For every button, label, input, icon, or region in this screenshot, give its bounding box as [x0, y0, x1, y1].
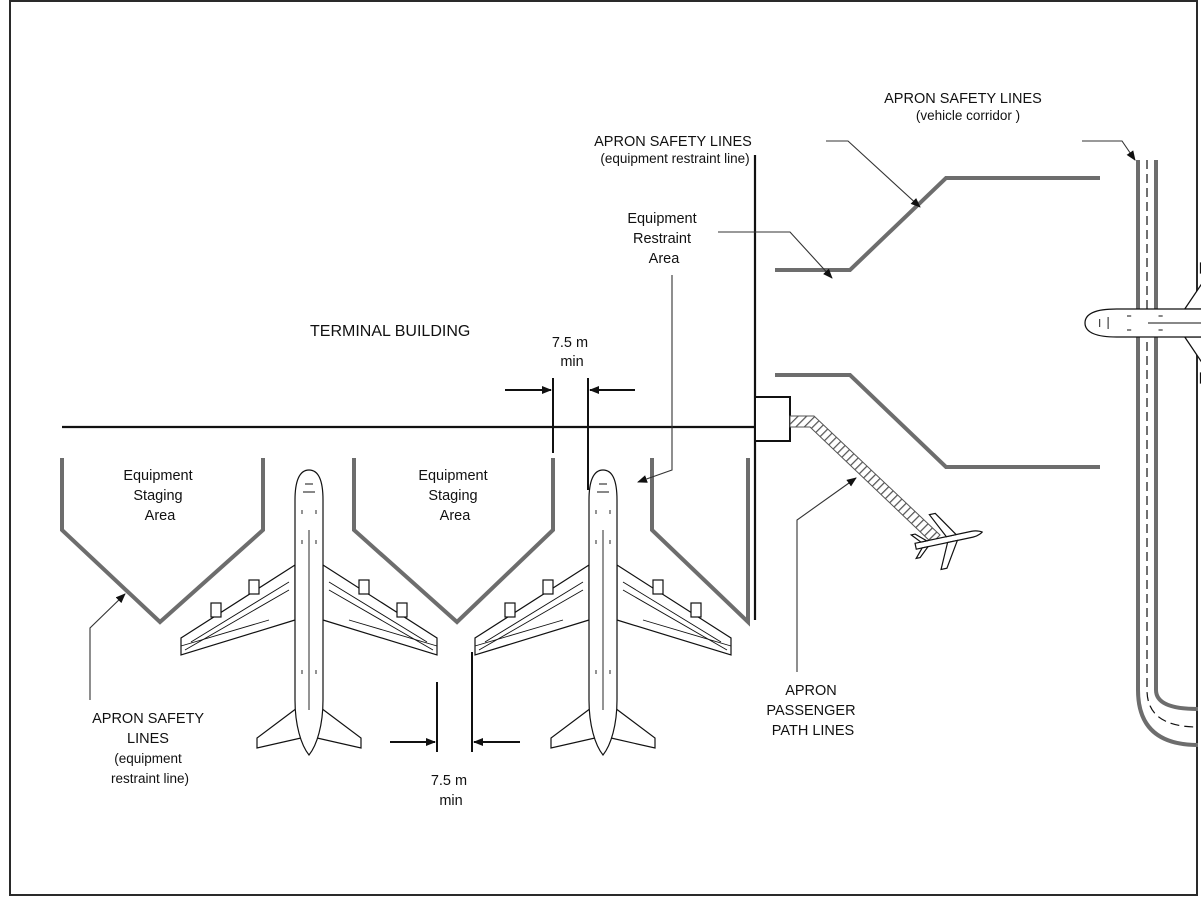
leader-vehicle-corridor	[1082, 140, 1136, 161]
vehicle-corridor-inner	[1154, 160, 1199, 711]
safety-lines-left-label: APRON SAFETY LINES (equipment restraint …	[92, 711, 208, 786]
leader-restraint-area	[718, 231, 833, 279]
aircraft-right	[1084, 194, 1201, 452]
leader-safety-lines-left	[89, 593, 126, 700]
terminal-building-label: TERMINAL BUILDING	[310, 323, 470, 340]
restraint-line-upper	[775, 176, 1100, 272]
boarding-bridge-box	[754, 396, 791, 442]
clearance-bottom-label: 7.5 m min	[431, 773, 471, 809]
vehicle-corridor-outer	[1136, 160, 1199, 747]
restraint-line-pier	[650, 458, 750, 627]
leader-restraint-line-top	[826, 140, 921, 208]
staging-area-mid-label: Equipment Staging Area	[418, 468, 491, 524]
passenger-path-label: APRON PASSENGER PATH LINES	[766, 683, 859, 739]
vehicle-corridor-center	[1146, 160, 1199, 728]
vehicle-corridor-label: APRON SAFETY LINES (vehicle corridor )	[884, 91, 1046, 123]
staging-area-mid-outline	[352, 458, 555, 625]
leader-passenger-path	[796, 477, 857, 672]
aircraft-left	[180, 469, 438, 756]
staging-area-left-label: Equipment Staging Area	[123, 468, 196, 524]
leader-restraint-area-lower	[637, 275, 673, 483]
staging-area-left-outline	[60, 458, 265, 625]
restraint-line-lower	[775, 373, 1100, 469]
restraint-line-top-label: APRON SAFETY LINES (equipment restraint …	[594, 134, 756, 166]
clearance-top-label: 7.5 m min	[552, 335, 592, 370]
restraint-area-label: Equipment Restraint Area	[627, 211, 700, 267]
aircraft-middle	[474, 469, 732, 756]
passenger-path-line	[789, 415, 941, 544]
aircraft-small	[907, 504, 989, 575]
